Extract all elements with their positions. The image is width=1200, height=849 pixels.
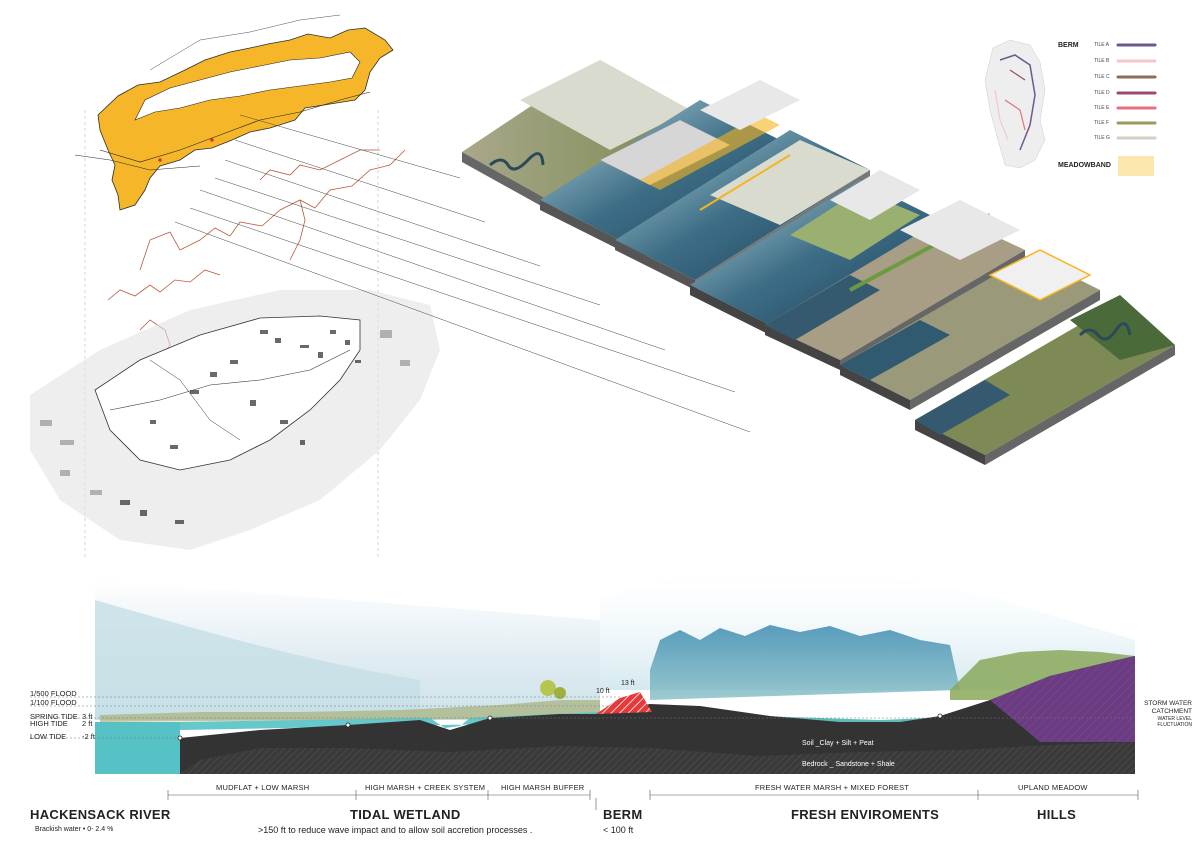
water-level-line-2: FLUCTUATION (1157, 722, 1192, 728)
zone-berm: BERM (603, 807, 643, 822)
level-high-tide-value: 2 ft (82, 719, 93, 728)
berm-height-13: 13 ft (621, 680, 635, 687)
level-spring-tide-value: 3 ft (82, 712, 93, 721)
legend-swatches (1116, 43, 1157, 176)
level-low-tide-label: LOW TIDE (30, 732, 67, 741)
level-high-tide-label: HIGH TIDE (30, 719, 68, 728)
legend-tile-f: TILE F (1094, 120, 1110, 126)
building-map (30, 290, 440, 550)
tile-g (915, 295, 1175, 465)
storm-water-note: STORM WATER CATCHMENT WATER LEVEL FLUCTU… (1120, 700, 1192, 728)
subzone-upland-meadow: UPLAND MEADOW (1018, 783, 1088, 792)
soil-label: Soil _Clay + Silt + Peat (802, 740, 874, 747)
legend-tile-d: TILE D (1094, 90, 1110, 96)
legend-meadowband-title: MEADOWBAND (1058, 162, 1111, 169)
level-high-tide: HIGH TIDE 2 ft (30, 719, 92, 728)
legend-tile-a: TILE A (1094, 42, 1110, 48)
tile-f (840, 249, 1100, 410)
level-500-flood: 1/500 FLOOD (30, 689, 77, 698)
level-spring-tide-label: SPRING TIDE (30, 712, 78, 721)
storm-water-line-1: STORM WATER (1144, 700, 1192, 707)
level-low-tide: LOW TIDE -2 ft (30, 732, 95, 741)
zone-tidal-wetland: TIDAL WETLAND (350, 807, 461, 822)
legend-tile-c: TILE C (1094, 74, 1110, 80)
legend-berm-title: BERM (1058, 42, 1079, 49)
route-map (74, 14, 394, 211)
zone-tidal-wetland-note: >150 ft to reduce wave impact and to all… (258, 825, 533, 835)
section-markers (177, 713, 943, 741)
subzone-high-marsh-buffer: HIGH MARSH BUFFER (501, 783, 585, 792)
storm-water-line-2: CATCHMENT (1151, 708, 1192, 715)
legend-tile-b: TILE B (1094, 58, 1110, 64)
subzone-high-marsh-creek: HIGH MARSH + CREEK SYSTEM (365, 783, 486, 792)
section-level-lines (30, 696, 1135, 739)
zone-berm-note: < 100 ft (603, 825, 634, 835)
legend-tile-g: TILE G (1094, 135, 1110, 141)
berm-height-10: 10 ft (596, 688, 610, 695)
legend-mini-map (984, 39, 1046, 169)
subzone-mudflat: MUDFLAT + LOW MARSH (216, 783, 310, 792)
bedrock-label: Bedrock _ Sandstone + Shale (802, 761, 895, 768)
subzone-fresh-water-marsh: FRESH WATER MARSH + MIXED FOREST (755, 783, 910, 792)
level-100-flood: 1/100 FLOOD (30, 698, 77, 707)
section-ground (95, 656, 1135, 774)
zone-hills: HILLS (1037, 807, 1077, 822)
zone-hackensack-river: HACKENSACK RIVER (30, 807, 171, 822)
level-spring-tide: SPRING TIDE 3 ft (30, 712, 92, 721)
zone-brackets (167, 790, 1139, 810)
water-level-line-1: WATER LEVEL (1157, 716, 1192, 722)
level-low-tide-value: -2 ft (82, 732, 95, 741)
zone-hackensack-note: Brackish water • 0- 2.4 % (35, 826, 114, 833)
leader-lines (174, 114, 751, 433)
legend-tile-e: TILE E (1094, 105, 1110, 111)
section-berm (596, 692, 652, 714)
zone-fresh-enviroments: FRESH ENVIROMENTS (791, 807, 940, 822)
